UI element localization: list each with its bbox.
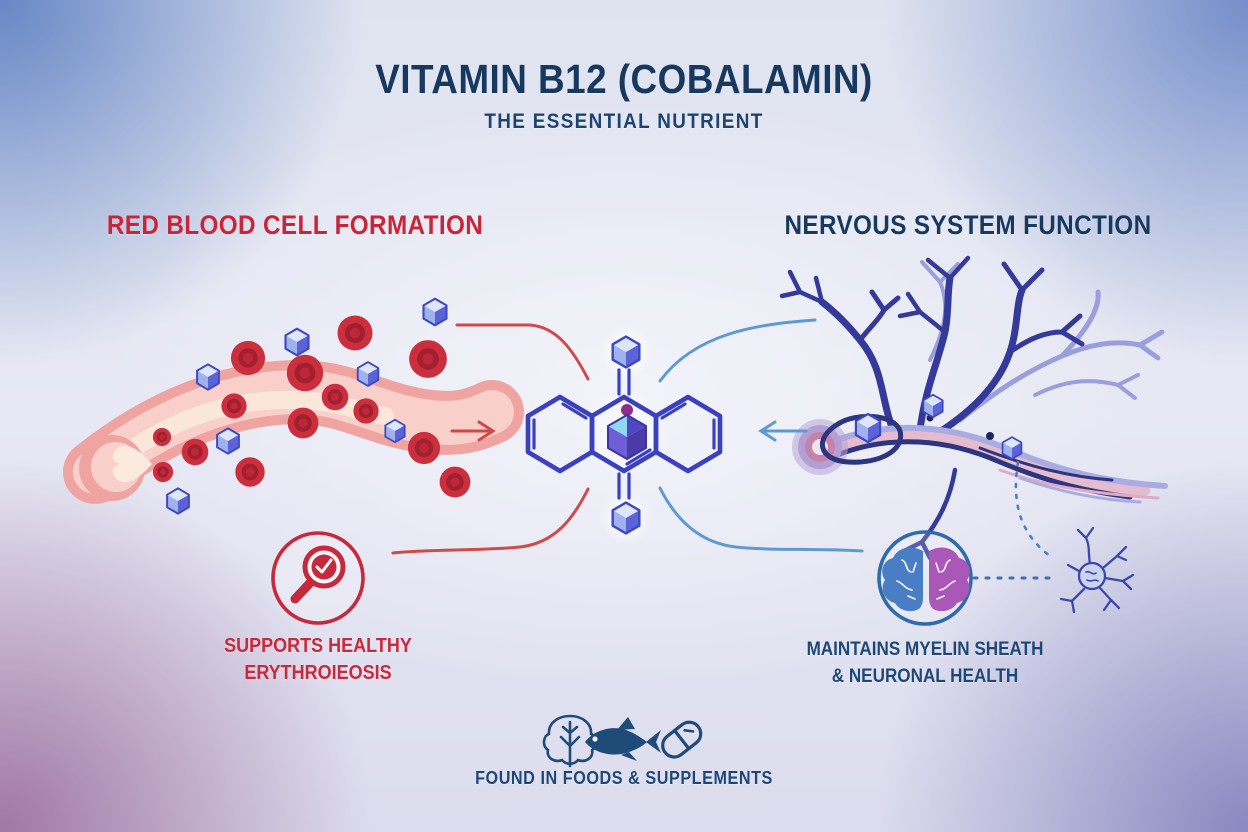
supplement-capsule-icon [661,720,703,759]
magnifier-check-icon [290,545,346,604]
caption-myelin: MAINTAINS MYELIN SHEATH & NEURONAL HEALT… [777,636,1074,690]
myelinated-axon [792,413,1168,504]
neuron-illustration [779,255,1168,614]
heading-nervous-system-function: NERVOUS SYSTEM FUNCTION [784,210,1152,240]
blue-arrow-icon [758,420,808,442]
caption-myelin-line1: MAINTAINS MYELIN SHEATH [806,639,1044,660]
caption-erythropoiesis-line1: SUPPORTS HEALTHY [224,635,412,657]
leafy-greens-icon [542,714,598,768]
brain-badge [877,530,973,626]
small-neuron-icon [1059,526,1135,614]
connector-blue-bottom [658,486,864,553]
caption-erythropoiesis: SUPPORTS HEALTHY ERYTHROIEOSIS [183,633,453,687]
blood-vessel-illustration [63,297,524,515]
page-subtitle: THE ESSENTIAL NUTRIENT [484,110,764,133]
page-title: VITAMIN B12 (COBALAMIN) [375,56,873,102]
connector-blue-top [658,318,817,383]
connector-red-top [455,323,590,381]
heading-red-blood-cell-formation: RED BLOOD CELL FORMATION [106,210,484,240]
fish-icon [585,717,661,761]
heart-shaped-lumen-icon [112,445,152,483]
connector-red-bottom [391,487,590,555]
dashed-connector-axon [1014,460,1052,558]
erythropoiesis-badge [271,531,365,625]
brain-icon [882,547,970,612]
footer-caption: FOUND IN FOODS & SUPPLEMENTS [475,768,773,788]
food-source-icons [542,714,703,768]
cobalt-cube-icon [607,404,647,460]
red-arrow-icon [450,420,496,442]
caption-erythropoiesis-line2: ERYTHROIEOSIS [244,662,392,684]
b12-molecule-illustration [391,318,864,555]
caption-myelin-line2: & NEURONAL HEALTH [831,666,1019,687]
